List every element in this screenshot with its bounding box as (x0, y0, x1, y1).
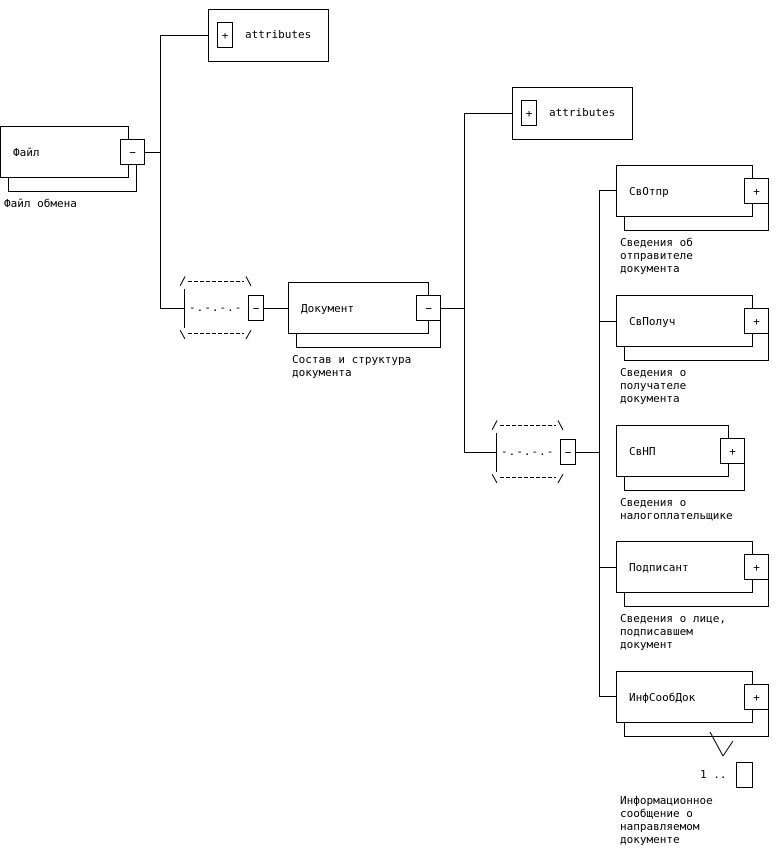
child-element-box-svotpr[interactable]: СвОтпр (616, 165, 753, 217)
connector (599, 321, 616, 322)
child-element-box-podpisant[interactable]: Подписант (616, 541, 753, 593)
document-attributes-expand-button[interactable]: + (521, 100, 537, 126)
connector (464, 452, 496, 453)
document-attributes-label: attributes (549, 106, 616, 119)
child-description: Сведения о лице, подписавшем документ (620, 612, 726, 651)
sequence-compositor-icon[interactable] (180, 276, 270, 340)
connector (464, 113, 512, 114)
child-description: Сведения о получателе документа (620, 366, 687, 405)
root-attributes-box[interactable]: + attributes (208, 9, 329, 62)
sequence-2-collapse-button[interactable]: − (560, 439, 576, 465)
child-expand-button[interactable]: + (744, 178, 769, 204)
sequence-2-glyph: -.-.-.- (501, 445, 555, 458)
connector (599, 190, 616, 191)
cardinality-pointer-icon (709, 731, 734, 757)
root-attributes-expand-button[interactable]: + (217, 22, 233, 48)
connector (145, 152, 161, 153)
child-expand-button[interactable]: + (744, 554, 769, 580)
root-element-name: Файл (13, 146, 40, 159)
sequence-compositor-icon[interactable] (492, 420, 582, 484)
document-element-name: Документ (301, 302, 354, 315)
root-collapse-button[interactable]: − (120, 139, 145, 165)
document-element-box[interactable]: Документ (288, 282, 429, 334)
child-element-box-infsoobdok[interactable]: ИнфСообДок (616, 671, 753, 723)
cardinality-label: 1 .. (700, 768, 727, 781)
sequence-1-collapse-button[interactable]: − (248, 295, 264, 321)
child-element-name: СвОтпр (629, 185, 669, 198)
connector (441, 308, 465, 309)
child-expand-button[interactable]: + (744, 308, 769, 334)
root-element-box[interactable]: Файл (0, 126, 129, 178)
document-attributes-box[interactable]: + attributes (512, 87, 633, 140)
child-description: Информационное сообщение о направляемом … (620, 794, 713, 846)
child-element-name: СвПолуч (629, 315, 676, 328)
child-description: Сведения о налогоплательщике (620, 496, 733, 522)
child-element-box-svnp[interactable]: СвНП (616, 425, 729, 477)
root-attributes-label: attributes (245, 28, 312, 41)
document-collapse-button[interactable]: − (416, 295, 441, 321)
child-description: Сведения об отправителе документа (620, 236, 693, 275)
connector (264, 308, 288, 309)
child-element-name: Подписант (629, 561, 689, 574)
connector (599, 696, 616, 697)
child-element-box-svpoluch[interactable]: СвПолуч (616, 295, 753, 347)
connector (576, 452, 600, 453)
child-expand-button[interactable]: + (720, 438, 745, 464)
connector (464, 113, 465, 453)
connector (160, 35, 161, 309)
connector (160, 308, 184, 309)
cardinality-box (736, 762, 753, 788)
document-description: Состав и структура документа (292, 353, 412, 379)
connector (599, 190, 600, 697)
root-element-description: Файл обмена (4, 197, 77, 210)
child-element-name: СвНП (629, 445, 656, 458)
child-element-name: ИнфСообДок (629, 691, 696, 704)
connector (599, 567, 616, 568)
connector (160, 35, 208, 36)
child-expand-button[interactable]: + (744, 684, 769, 710)
sequence-1-glyph: -.-.-.- (189, 301, 243, 314)
